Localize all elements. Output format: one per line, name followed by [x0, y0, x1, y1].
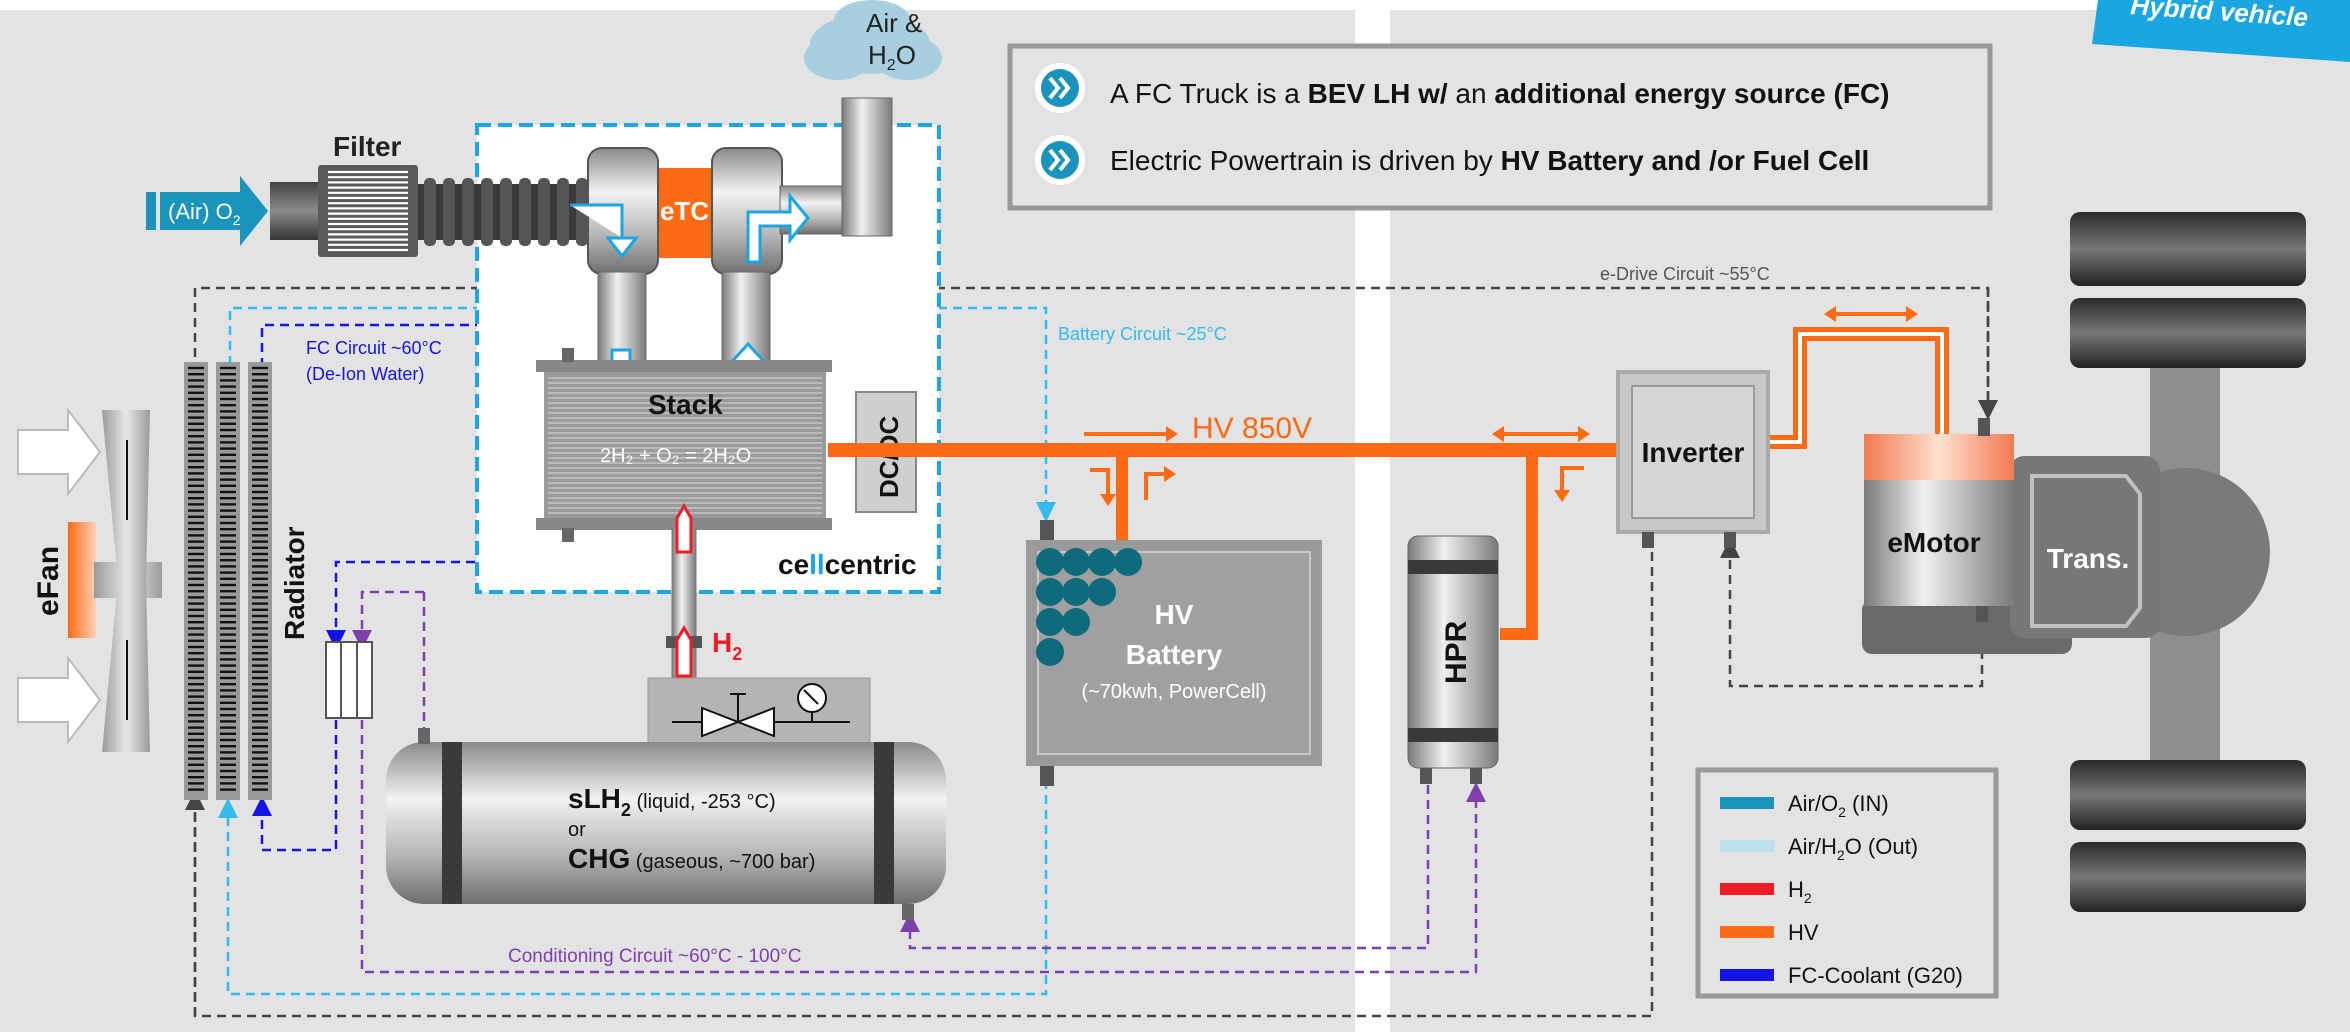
legend-label: H2: [1788, 877, 1812, 906]
cellcentric-brand: cellcentric: [778, 549, 917, 580]
exhaust-cloud: Air & H2O: [804, 0, 942, 80]
radiator-label: Radiator: [279, 526, 310, 640]
flow-arrow-icon: [570, 203, 640, 259]
stack-label: Stack: [648, 389, 723, 420]
legend-swatch: [1720, 797, 1774, 809]
valve-box: [647, 677, 871, 745]
intake-duct: [270, 182, 320, 240]
wheel: [2070, 298, 2306, 368]
etc-compressor: eTC: [570, 97, 893, 403]
conditioning-circuit-line: [352, 590, 424, 650]
airflow-arrow-icon: [17, 407, 102, 497]
wheel: [2070, 212, 2306, 286]
battery-cell: [1036, 548, 1064, 576]
info-bullet-2: Electric Powertrain is driven by HV Batt…: [1035, 135, 1869, 185]
battery-circuit-label: Battery Circuit ~25°C: [1058, 324, 1227, 344]
battery-label-1: HV: [1155, 599, 1194, 630]
battery-cell: [1036, 638, 1064, 666]
battery-cell: [1088, 578, 1116, 606]
battery-cell: [1036, 608, 1064, 636]
flow-arrow-icon: [746, 191, 810, 264]
inverter: Inverter: [1616, 370, 1770, 548]
hpr-label: HPR: [1440, 620, 1473, 684]
battery-cell: [1062, 608, 1090, 636]
etc-label: eTC: [660, 196, 709, 226]
wheel: [2070, 760, 2306, 830]
stack-formula: 2H₂ + O₂ = 2H₂O: [600, 445, 751, 467]
hv-battery: HV Battery (~70kwh, PowerCell): [1026, 520, 1322, 786]
info-bullet-1: A FC Truck is a BEV LH w/ an additional …: [1035, 63, 1890, 113]
hybrid-vehicle-banner: Hybrid vehicle: [2092, 0, 2350, 62]
battery-cell: [1114, 548, 1142, 576]
info-bullet-1-text: A FC Truck is a BEV LH w/ an additional …: [1110, 78, 1890, 109]
fuel-cell-stack: Stack 2H₂ + O₂ = 2H₂O: [536, 348, 832, 542]
transmission: [2010, 456, 2160, 638]
emotor-label: eMotor: [1887, 527, 1980, 558]
h2-supply-pipe: H2: [666, 503, 742, 689]
battery-label-3: (~70kwh, PowerCell): [1081, 681, 1266, 703]
battery-cell: [1062, 578, 1090, 606]
air-in-arrow: (Air) O2: [146, 176, 268, 246]
inverter-label: Inverter: [1642, 437, 1745, 468]
info-bullet-2-text: Electric Powertrain is driven by HV Batt…: [1110, 145, 1869, 176]
efan: eFan: [17, 407, 162, 752]
legend-label: HV: [1788, 920, 1819, 945]
legend-label: FC-Coolant (G20): [1788, 963, 1963, 988]
hv-bus-label: HV 850V: [1192, 412, 1312, 445]
battery-cell: [1088, 548, 1116, 576]
flow-arrow-icon: [675, 625, 693, 678]
legend-swatch: [1720, 840, 1774, 852]
info-box: A FC Truck is a BEV LH w/ an additional …: [1007, 43, 1993, 211]
valve-icon: [701, 706, 741, 738]
legend-swatch: [1720, 969, 1774, 981]
battery-label-2: Battery: [1126, 639, 1223, 670]
tank-or: or: [568, 819, 586, 841]
hv-bus: HV 850V: [828, 306, 1949, 640]
radiator: Radiator: [184, 362, 310, 800]
legend-swatch: [1720, 883, 1774, 895]
wheel: [2070, 842, 2306, 912]
hpr: HPR: [1407, 535, 1499, 784]
fc-circuit-sublabel: (De-Ion Water): [306, 364, 424, 384]
edrive-circuit-label: e-Drive Circuit ~55°C: [1600, 264, 1770, 284]
fc-circuit-label: FC Circuit ~60°C: [306, 338, 442, 358]
legend-label: Air/H2O (Out): [1788, 834, 1918, 863]
tank-line-1: sLH2 (liquid, -253 °C): [568, 783, 776, 820]
trans-label: Trans.: [2047, 543, 2129, 574]
air-out-label-2: H2O: [868, 40, 916, 74]
legend-swatch: [1720, 926, 1774, 938]
airflow-arrow-icon: [17, 655, 102, 745]
heat-exchanger: [325, 641, 373, 719]
legend-label: Air/O2 (IN): [1788, 791, 1889, 820]
air-out-label: Air &: [866, 8, 922, 38]
drivetrain: Trans. eMotor: [1862, 212, 2306, 912]
battery-cell: [1062, 548, 1090, 576]
h2-label: H2: [712, 627, 742, 664]
conditioning-circuit-label: Conditioning Circuit ~60°C - 100°C: [508, 946, 801, 967]
air-filter: [318, 165, 418, 257]
tank-line-3: CHG (gaseous, ~700 bar): [568, 843, 815, 874]
filter-label: Filter: [333, 131, 402, 162]
efan-label: eFan: [32, 546, 65, 616]
battery-cell: [1036, 578, 1064, 606]
air-in-label: (Air) O2: [168, 199, 241, 228]
flow-arrow-icon: [675, 503, 693, 554]
corrugated-hose: [418, 178, 598, 246]
hydrogen-tank: sLH2 (liquid, -253 °C) or CHG (gaseous, …: [386, 728, 946, 920]
